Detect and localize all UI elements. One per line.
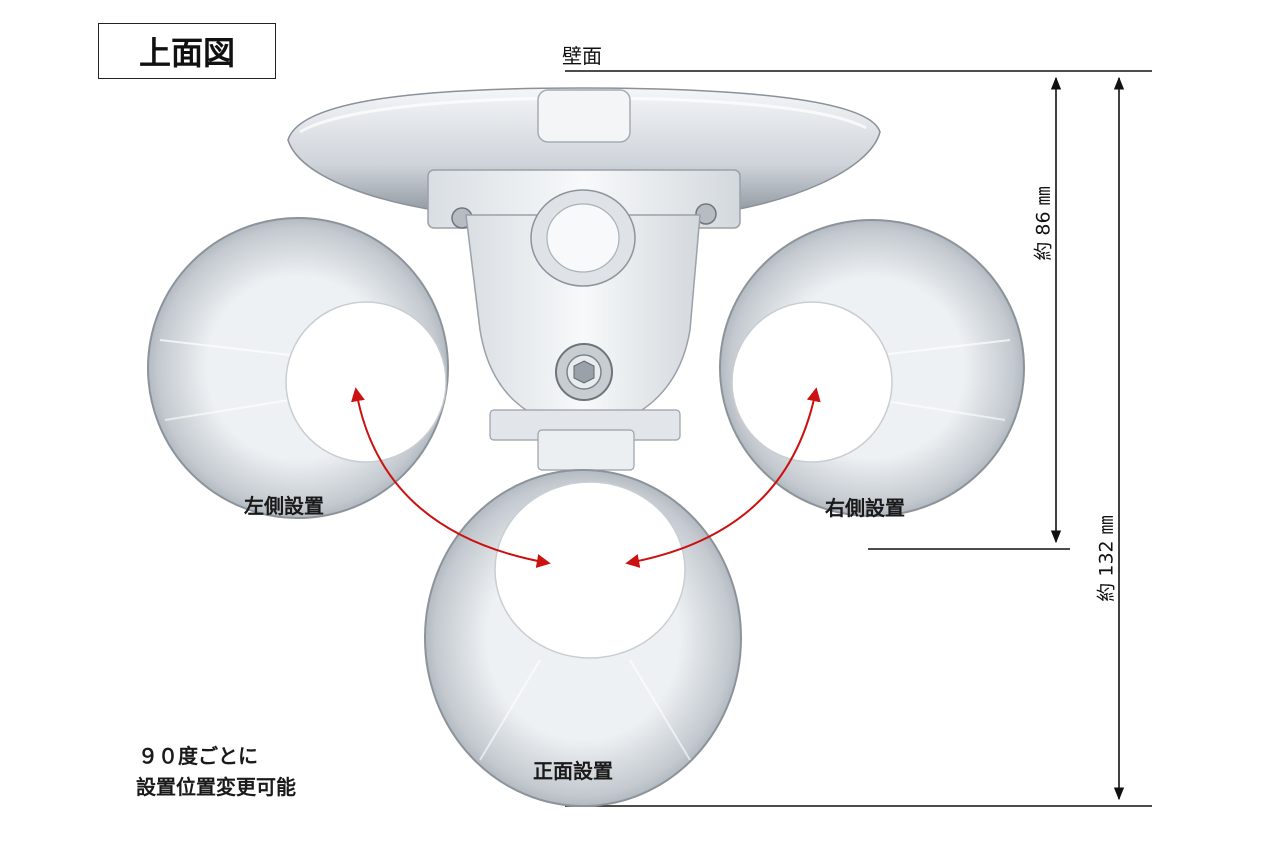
cylinder-housing-icon xyxy=(719,219,1025,517)
dimension-label-86: 約 86 ㎜ xyxy=(1032,186,1055,261)
note-line-2: 設置位置変更可能 xyxy=(136,775,296,799)
page-title: 上面図 xyxy=(98,23,276,79)
front-position-label: 正面設置 xyxy=(533,759,613,783)
wall-label: 壁面 xyxy=(562,44,602,68)
cylinder-housing-icon xyxy=(147,217,449,519)
hex-bolt-icon xyxy=(555,343,613,401)
note-line-1: ９０度ごとに xyxy=(138,744,258,768)
rotation-arrow-left xyxy=(351,387,551,568)
rotation-arrow-right xyxy=(625,387,821,568)
right-position-label: 右側設置 xyxy=(825,496,905,520)
left-position-label: 左側設置 xyxy=(244,494,324,518)
wall-mount-bracket-icon xyxy=(287,87,881,471)
dimension-label-132: 約 132 ㎜ xyxy=(1095,515,1118,602)
